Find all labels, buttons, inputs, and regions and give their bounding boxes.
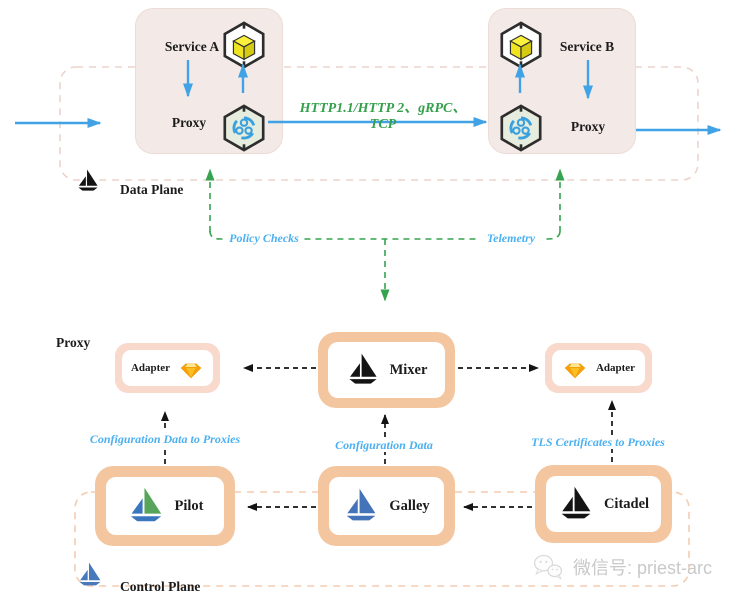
adapter-right-node: Adapter — [545, 343, 652, 393]
service-b-box: Service B Proxy — [488, 8, 636, 154]
istio-sailboat-icon — [561, 486, 591, 519]
service-b-proxy-label: Proxy — [570, 119, 606, 134]
watermark-text: 微信号: priest-arc — [573, 558, 713, 578]
citadel-label: Citadel — [603, 495, 650, 512]
traffic-protocols-label: HTTP1.1/HTTP 2、gRPC、TCP — [299, 101, 467, 132]
wechat-icon — [533, 554, 563, 580]
galley-label: Galley — [389, 497, 430, 514]
citadel-node: Citadel — [535, 465, 672, 543]
istio-sailboat-icon — [78, 169, 98, 191]
istio-sailboat-icon — [79, 562, 101, 586]
service-a-box: Service A Proxy — [135, 8, 283, 154]
control-plane-label: Control Plane — [120, 579, 201, 594]
galley-node: Galley — [318, 466, 455, 546]
config-to-proxies-label: Configuration Data to Proxies — [84, 432, 246, 446]
gem-icon — [180, 363, 202, 379]
cube-icon — [500, 21, 542, 69]
istio-sailboat-icon — [130, 487, 161, 522]
envoy-hexagon-icon — [500, 104, 542, 152]
adapter-left-node: Adapter — [115, 343, 220, 393]
proxy-caption: Proxy — [56, 335, 91, 350]
mixer-node: Mixer — [318, 332, 455, 408]
tls-certs-label: TLS Certificates to Proxies — [514, 435, 682, 449]
data-plane-label: Data Plane — [120, 182, 184, 197]
policy-telemetry-link — [209, 230, 561, 240]
mixer-label: Mixer — [389, 361, 428, 378]
service-a-proxy-label: Proxy — [171, 115, 207, 130]
service-a-title: Service A — [164, 39, 220, 54]
pilot-node: Pilot — [95, 466, 235, 546]
cube-icon — [223, 21, 265, 69]
config-data-label: Configuration Data — [323, 438, 445, 452]
policy-checks-label: Policy Checks — [224, 231, 304, 245]
gem-icon — [564, 363, 586, 379]
pilot-label: Pilot — [174, 497, 204, 514]
telemetry-label: Telemetry — [477, 231, 545, 245]
watermark: 微信号: priest-arc — [530, 551, 712, 583]
istio-sailboat-icon — [346, 488, 376, 521]
adapter-right-label: Adapter — [595, 362, 636, 374]
envoy-hexagon-icon — [223, 104, 265, 152]
service-b-title: Service B — [559, 39, 615, 54]
adapter-left-label: Adapter — [130, 362, 171, 374]
istio-sailboat-icon — [348, 353, 377, 384]
